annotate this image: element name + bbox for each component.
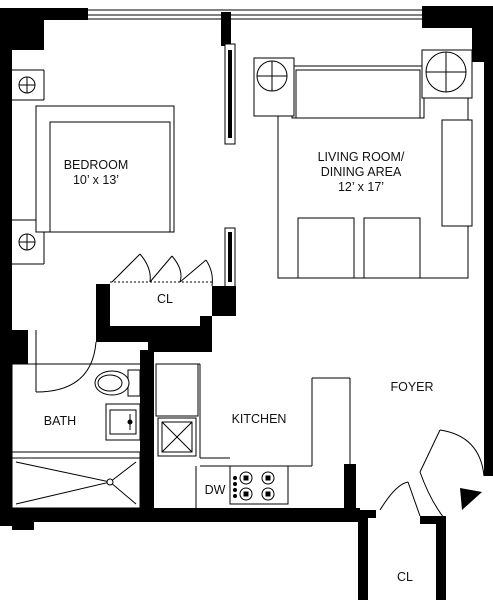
shower-icon (11, 451, 141, 509)
armchair-icon (297, 217, 355, 279)
armchair-icon (363, 217, 421, 279)
wall-corner-top-right (422, 6, 493, 62)
wall-left (0, 8, 12, 526)
wall-bottom-corner (12, 520, 34, 530)
bath-label: BATH (43, 414, 77, 428)
walls (0, 6, 493, 600)
living-name-line2: DINING AREA (320, 165, 402, 179)
kitchen-label: KITCHEN (231, 412, 287, 426)
wall-entry-closet-top-left (358, 510, 376, 518)
wall-bath-left-jamb (12, 330, 28, 364)
door-swing-icon (11, 330, 97, 452)
wall-center-top (221, 12, 231, 46)
entry-arrow-icon (460, 488, 482, 510)
wall-bottom (0, 508, 360, 522)
foyer-label: FOYER (390, 380, 434, 394)
bedroom-label: BEDROOM 10’ x 13’ (56, 158, 136, 188)
toilet-icon (94, 369, 141, 397)
pocket-door-slab (228, 50, 232, 138)
wall-closet-bottom (96, 286, 236, 352)
wall-right (484, 6, 493, 476)
wall-foyer-left (344, 464, 356, 522)
pocket-door-lower-slab (228, 232, 232, 282)
stove-icon (229, 465, 289, 505)
wall-corner-top-left (0, 8, 88, 50)
living-furniture (253, 49, 473, 279)
refrigerator-icon (155, 363, 199, 417)
bed-icon (35, 105, 175, 233)
window-top (88, 9, 422, 20)
living-size: 12’ x 17’ (337, 180, 385, 194)
dishwasher-label: DW (204, 483, 226, 497)
lamp-icon (18, 76, 36, 251)
wall-entry-closet-left (358, 510, 368, 600)
closet-doors (110, 253, 214, 287)
closet-entry-label: CL (397, 570, 413, 584)
bedroom-size: 10’ x 13’ (72, 173, 120, 187)
living-label: LIVING ROOM/ DINING AREA 12’ x 17’ (306, 150, 416, 195)
console-table (441, 119, 473, 227)
wall-entry-closet-top-right (420, 516, 446, 524)
kitchen-fixtures (155, 363, 289, 505)
closet-bedroom-label: CL (157, 292, 173, 306)
sink-icon (105, 403, 141, 441)
wall-entry-closet-right (436, 516, 446, 600)
wall-bath-kitchen (140, 350, 154, 520)
door-swing-icon (379, 429, 485, 519)
living-name-line1: LIVING ROOM/ (317, 150, 405, 164)
wall-closet-left (96, 284, 110, 326)
bedroom-name: BEDROOM (63, 158, 129, 172)
